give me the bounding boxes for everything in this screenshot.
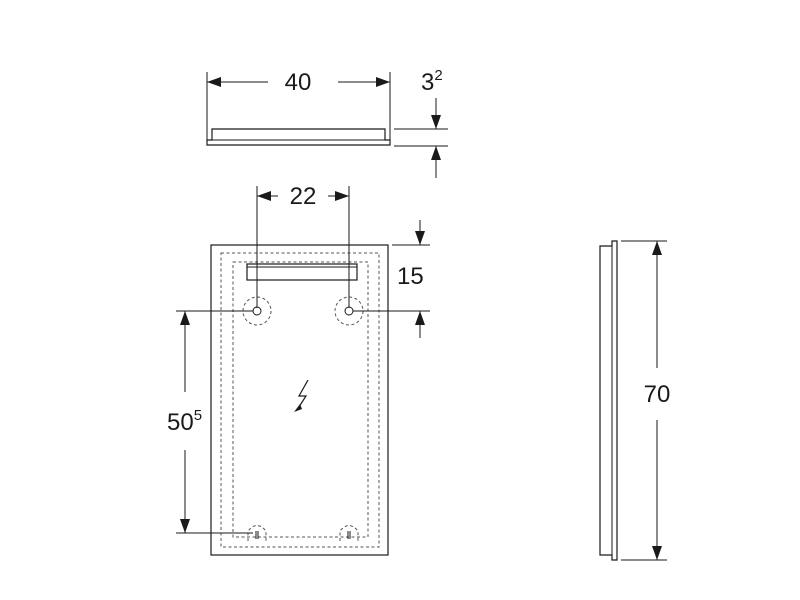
- hook-spacing-arrow-left: [257, 191, 271, 201]
- top-view-outline: [206, 128, 391, 146]
- power-lightning-icon: [294, 379, 309, 412]
- hook-bottom-left: [247, 525, 267, 541]
- width-top-label: 40: [285, 69, 312, 96]
- side-view: 70: [599, 240, 671, 561]
- hook-vertical-spacing-label: 505: [167, 407, 202, 436]
- hook-spacing-arrow-right: [335, 191, 349, 201]
- thickness-arrow-top: [431, 115, 441, 129]
- front-view: 22 15 505: [167, 183, 430, 556]
- thickness-label: 32: [421, 67, 443, 96]
- height-arrow-top: [652, 241, 662, 255]
- front-view-dashed-inner: [232, 261, 369, 538]
- offset-arrow-bottom: [415, 311, 425, 325]
- vspacing-arrow-bottom: [180, 519, 190, 533]
- hook-spacing-label: 22: [290, 183, 317, 210]
- height-side-label: 70: [644, 381, 671, 408]
- hook-offset-label: 15: [397, 263, 424, 290]
- thickness-arrow-bottom: [431, 146, 441, 160]
- side-view-outline: [599, 240, 618, 561]
- vspacing-arrow-top: [180, 311, 190, 325]
- width-arrow-right: [376, 77, 390, 87]
- front-view-dashed-outer: [220, 252, 380, 548]
- offset-arrow-top: [415, 231, 425, 245]
- width-arrow-left: [207, 77, 221, 87]
- height-arrow-bottom: [652, 546, 662, 560]
- light-bar-slot: [246, 263, 358, 281]
- hook-bottom-right: [339, 525, 359, 541]
- front-view-outline: [210, 244, 389, 556]
- top-view: 40 32: [206, 67, 448, 178]
